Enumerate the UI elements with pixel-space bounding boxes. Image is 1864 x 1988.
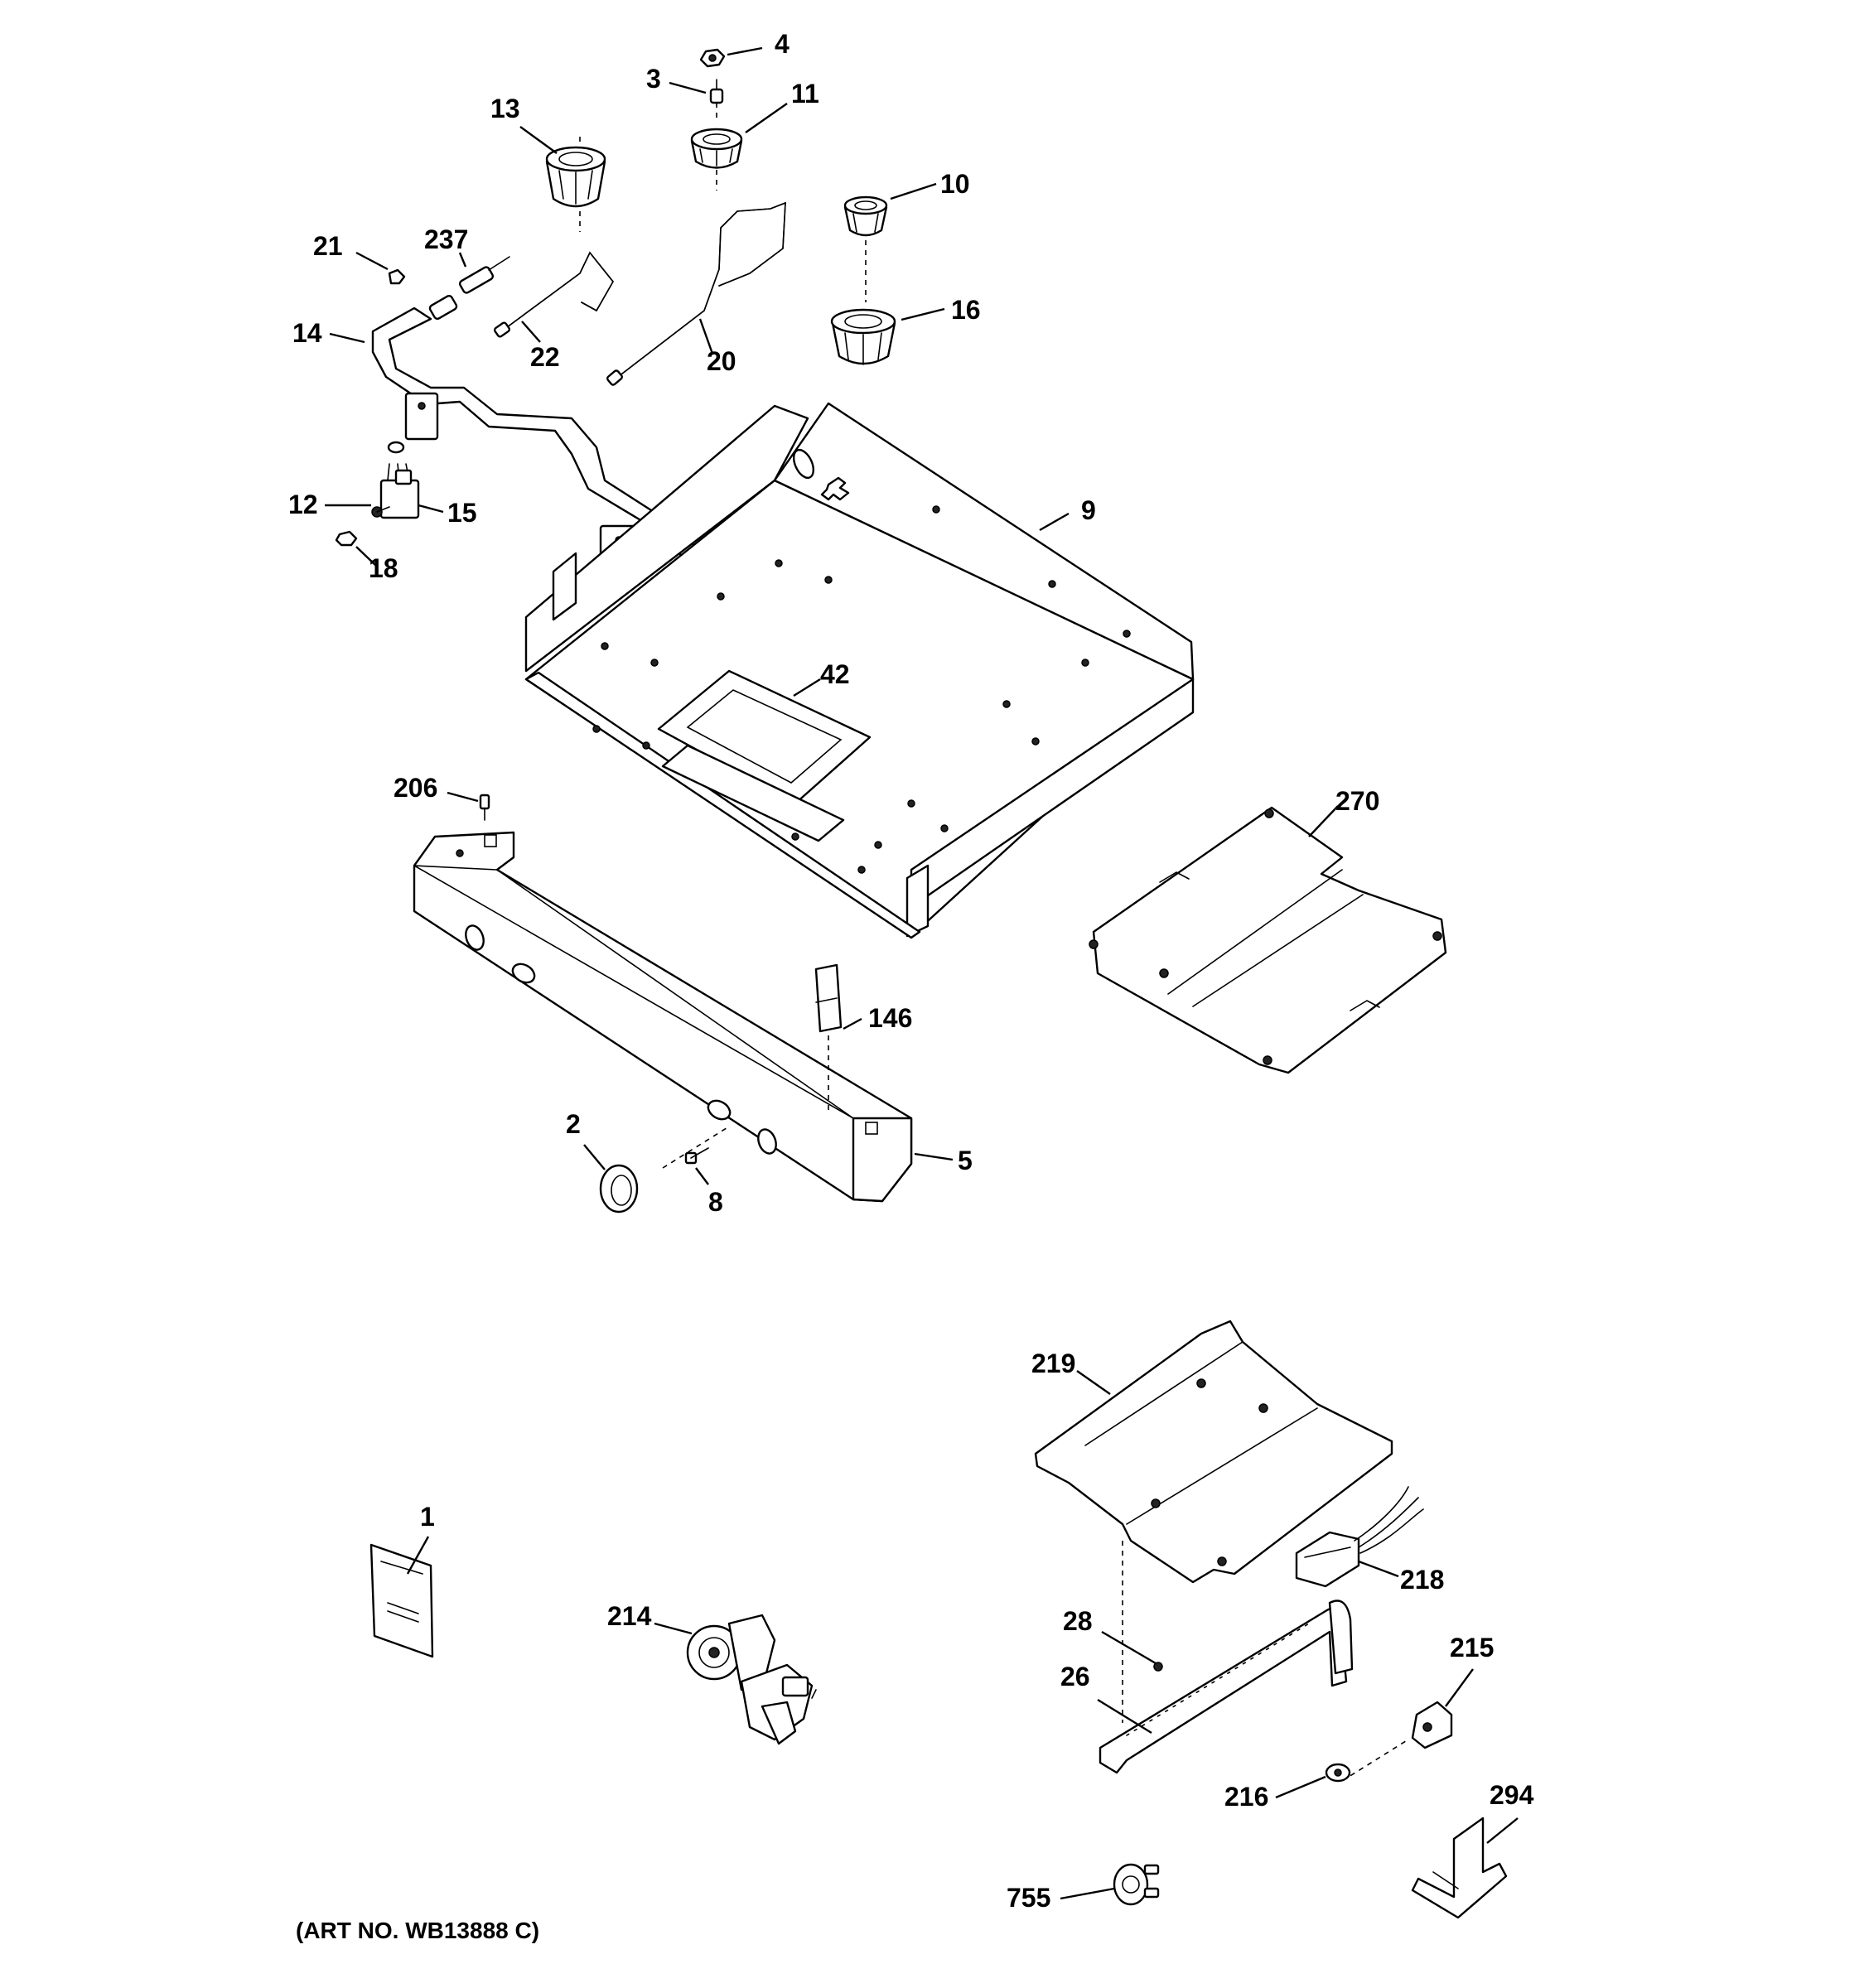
part-12-screw: [371, 506, 390, 518]
callout-146: 146: [868, 1003, 912, 1033]
part-9-burner-box: [524, 402, 1195, 939]
callout-294: 294: [1490, 1780, 1534, 1810]
callout-206: 206: [394, 773, 437, 803]
callout-12: 12: [288, 490, 318, 519]
part-28-screw: [1153, 1662, 1163, 1672]
callout-16: 16: [951, 295, 981, 325]
part-10-burner-head: [843, 195, 888, 237]
part-8-screw: [684, 1147, 709, 1165]
part-16-burner-head: [830, 308, 896, 365]
art-number: (ART NO. WB13888 C): [296, 1918, 539, 1943]
callout-1: 1: [420, 1502, 435, 1532]
part-218-igniter: [1295, 1486, 1424, 1588]
callout-214: 214: [607, 1601, 652, 1631]
part-20-burner-tube: [606, 201, 786, 386]
callout-5: 5: [958, 1146, 973, 1175]
part-294-bracket: [1411, 1817, 1508, 1919]
callout-8: 8: [708, 1187, 723, 1217]
callout-219: 219: [1031, 1349, 1075, 1378]
part-215-bracket: [1411, 1701, 1453, 1749]
part-4-nut: [699, 48, 726, 68]
part-15-switch: [379, 441, 420, 519]
callout-28: 28: [1063, 1606, 1093, 1636]
leader-lines: [325, 46, 1519, 1900]
part-22-burner-tube: [493, 251, 614, 338]
part-216-grommet: [1325, 1763, 1351, 1783]
callout-22: 22: [530, 342, 560, 372]
callout-10: 10: [940, 169, 970, 199]
part-13-burner-head: [545, 146, 606, 208]
callout-216: 216: [1224, 1782, 1268, 1812]
callout-13: 13: [490, 94, 520, 123]
part-42-plate: [657, 669, 872, 842]
part-1-literature: [369, 1543, 434, 1658]
callout-20: 20: [707, 346, 736, 376]
callout-26: 26: [1060, 1662, 1090, 1691]
callout-237: 237: [424, 224, 468, 254]
part-146-clip: [814, 963, 843, 1033]
part-270-heat-shield: [1089, 806, 1447, 1074]
callout-2: 2: [566, 1109, 581, 1139]
callout-3: 3: [646, 64, 661, 94]
part-3-orifice: [709, 79, 724, 104]
callout-11: 11: [791, 79, 819, 109]
part-237-fitting: [458, 256, 510, 294]
part-11-burner-head: [690, 128, 743, 169]
callout-755: 755: [1007, 1883, 1050, 1913]
callout-9: 9: [1081, 495, 1096, 525]
part-26-bake-burner: [1099, 1600, 1354, 1774]
part-206-screw: [479, 794, 490, 821]
callout-14: 14: [292, 318, 322, 348]
callout-15: 15: [447, 498, 477, 528]
callout-218: 218: [1400, 1565, 1444, 1595]
callout-42: 42: [820, 659, 850, 689]
callout-labels: 4 3 11 13 10 21 237 16 14 22 20 9 12 15 …: [288, 29, 1534, 1943]
callout-270: 270: [1335, 786, 1379, 816]
callout-21: 21: [313, 231, 343, 261]
part-18-nut: [335, 530, 358, 547]
part-219-baffle: [1034, 1320, 1393, 1584]
callout-4: 4: [775, 29, 790, 59]
part-755-limit-switch: [1113, 1863, 1160, 1906]
part-21-screw: [388, 268, 406, 285]
part-5-manifold-panel: [413, 831, 913, 1203]
callout-18: 18: [369, 553, 398, 583]
callout-215: 215: [1450, 1633, 1494, 1662]
part-214-valve: [686, 1614, 817, 1745]
part-2-knob: [599, 1164, 639, 1214]
